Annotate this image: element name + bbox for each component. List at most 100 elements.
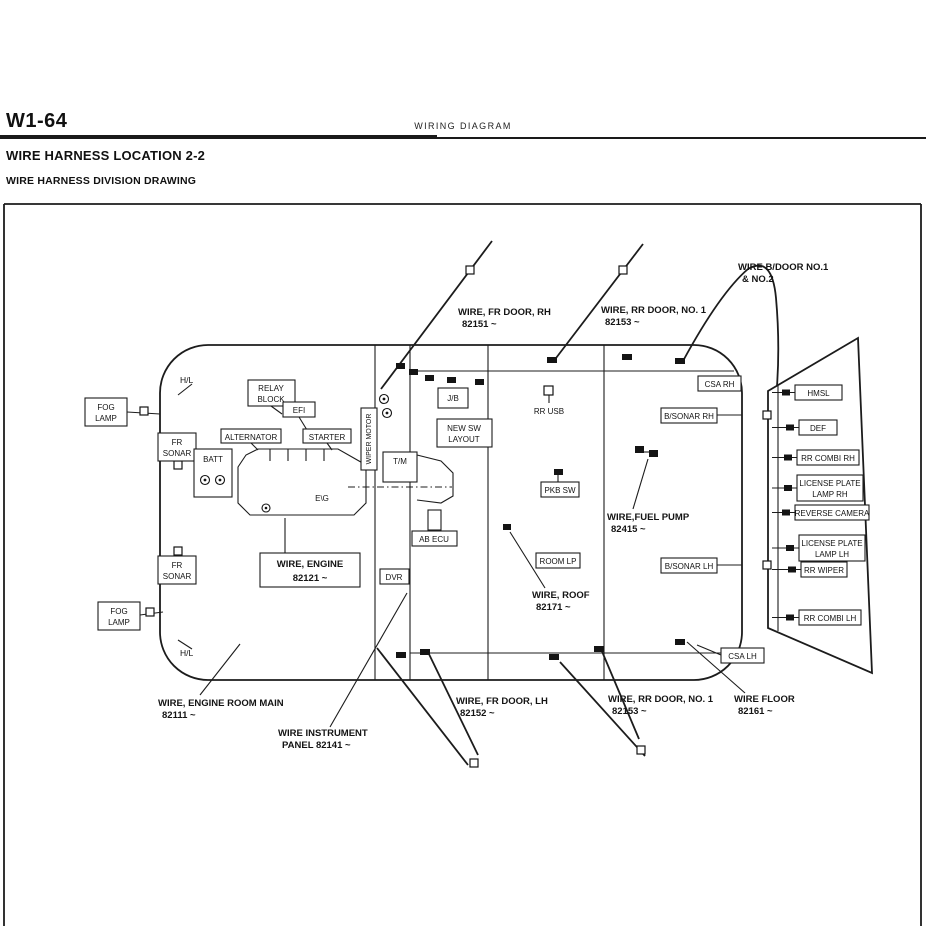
label-wire-fuel-pump: WIRE,FUEL PUMP 82415 ~ (607, 512, 690, 535)
svg-text:SONAR: SONAR (163, 449, 192, 458)
svg-text:BATT: BATT (203, 455, 223, 464)
svg-text:B/SONAR LH: B/SONAR LH (665, 562, 714, 571)
svg-text:FOG: FOG (97, 403, 114, 412)
doc-title: WIRING DIAGRAM (414, 121, 512, 131)
rr-usb-label: RR USB (534, 407, 564, 416)
label-wire-fr-door-lh: WIRE, FR DOOR, LH 82152 ~ (456, 696, 548, 719)
hmsl-box: HMSL (794, 384, 843, 401)
label-wire-instrument-panel: WIRE INSTRUMENT PANEL 82141 ~ (278, 728, 368, 751)
svg-text:STARTER: STARTER (309, 433, 346, 442)
svg-text:LICENSE PLATE: LICENSE PLATE (799, 479, 860, 488)
fog-lamp-bottom-box: FOG LAMP (97, 601, 141, 631)
engine-label: E\G (315, 494, 329, 503)
csa-rh-box: CSA RH (697, 375, 742, 392)
pkb-sw-box: PKB SW (540, 481, 580, 498)
label-wire-engine-room-main: WIRE, ENGINE ROOM MAIN 82111 ~ (158, 698, 284, 721)
b-sonar-lh-box: B/SONAR LH (660, 557, 718, 574)
svg-text:DEF: DEF (810, 424, 826, 433)
label-wire-rr-door-no1-bottom: WIRE, RR DOOR, NO. 1 82153 ~ (608, 694, 714, 717)
rr-combi-rh-box: RR COMBI RH (796, 449, 860, 466)
svg-text:PANEL 82141 ~: PANEL 82141 ~ (282, 740, 351, 751)
svg-text:LAMP: LAMP (95, 414, 117, 423)
label-wire-b-door: WIRE B/DOOR NO.1 & NO.2 (738, 262, 829, 285)
section-title: WIRE HARNESS LOCATION 2-2 (6, 148, 206, 163)
svg-text:WIPER MOTOR: WIPER MOTOR (366, 414, 373, 465)
svg-text:B/SONAR RH: B/SONAR RH (664, 412, 714, 421)
back-door-panel (767, 336, 873, 675)
subsection-title: WIRE HARNESS DIVISION DRAWING (6, 175, 197, 187)
svg-text:82111 ~: 82111 ~ (162, 710, 196, 721)
svg-text:RR WIPER: RR WIPER (804, 566, 844, 575)
svg-text:WIRE INSTRUMENT: WIRE INSTRUMENT (278, 728, 368, 739)
svg-text:AB ECU: AB ECU (419, 535, 449, 544)
svg-text:NEW SW: NEW SW (447, 424, 481, 433)
header-rule-thick (0, 134, 437, 138)
hl-top-label: H/L (180, 375, 194, 385)
svg-text:LAMP LH: LAMP LH (815, 550, 849, 559)
battery-box: BATT (193, 448, 233, 498)
fog-lamp-top-box: FOG LAMP (84, 397, 128, 427)
svg-text:WIRE,FUEL PUMP: WIRE,FUEL PUMP (607, 512, 690, 523)
ab-ecu-box: AB ECU (411, 509, 458, 547)
tm-box: T/M (382, 451, 418, 483)
license-plate-lamp-lh-box: LICENSE PLATE LAMP LH (798, 534, 866, 562)
svg-text:FOG: FOG (110, 607, 127, 616)
svg-text:82171 ~: 82171 ~ (536, 602, 571, 613)
svg-text:SONAR: SONAR (163, 572, 192, 581)
svg-text:CSA RH: CSA RH (705, 380, 735, 389)
back-door-connector-lines (772, 389, 801, 621)
new-sw-layout-box: NEW SW LAYOUT (436, 418, 493, 448)
alternator-box: ALTERNATOR (220, 428, 282, 444)
connectors (139, 265, 772, 768)
svg-text:WIRE FLOOR: WIRE FLOOR (734, 694, 795, 705)
room-lp-box: ROOM LP (535, 552, 581, 569)
wire-engine-label-box: WIRE, ENGINE 82121 ~ (259, 552, 361, 588)
b-sonar-rh-box: B/SONAR RH (660, 407, 718, 424)
svg-text:CSA LH: CSA LH (728, 652, 757, 661)
svg-text:LAYOUT: LAYOUT (448, 435, 480, 444)
label-wire-roof: WIRE, ROOF 82171 ~ (532, 590, 590, 613)
fr-sonar-bottom-box: FR SONAR (157, 555, 197, 585)
svg-text:RELAY: RELAY (258, 384, 284, 393)
svg-text:LAMP RH: LAMP RH (812, 490, 848, 499)
svg-text:WIRE, ROOF: WIRE, ROOF (532, 590, 590, 601)
reverse-camera-box: REVERSE CAMERA (794, 504, 870, 521)
header-rule-thin (0, 137, 926, 139)
svg-text:RR COMBI RH: RR COMBI RH (801, 454, 855, 463)
svg-text:82152 ~: 82152 ~ (460, 708, 495, 719)
svg-text:82121 ~: 82121 ~ (293, 573, 328, 584)
svg-text:FR: FR (172, 561, 183, 570)
svg-text:LICENSE PLATE: LICENSE PLATE (801, 539, 862, 548)
label-wire-rr-door-no1-top: WIRE, RR DOOR, NO. 1 82153 ~ (601, 305, 707, 328)
svg-text:REVERSE CAMERA: REVERSE CAMERA (795, 509, 870, 518)
svg-text:ROOM LP: ROOM LP (540, 557, 577, 566)
svg-text:PKB SW: PKB SW (544, 486, 576, 495)
svg-text:DVR: DVR (386, 573, 403, 582)
hl-bottom-label: H/L (180, 648, 194, 658)
diagram-frame (3, 203, 922, 926)
starter-box: STARTER (302, 428, 352, 444)
svg-text:HMSL: HMSL (807, 389, 830, 398)
rr-wiper-box: RR WIPER (800, 561, 848, 578)
svg-text:WIRE B/DOOR NO.1: WIRE B/DOOR NO.1 (738, 262, 829, 273)
svg-text:WIRE, RR DOOR, NO. 1: WIRE, RR DOOR, NO. 1 (601, 305, 707, 316)
svg-text:WIRE, FR DOOR, RH: WIRE, FR DOOR, RH (458, 307, 551, 318)
svg-text:82151 ~: 82151 ~ (462, 319, 497, 330)
svg-text:82161 ~: 82161 ~ (738, 706, 773, 717)
svg-text:T/M: T/M (393, 457, 407, 466)
label-wire-floor: WIRE FLOOR 82161 ~ (734, 694, 795, 717)
svg-text:BLOCK: BLOCK (257, 395, 285, 404)
svg-text:82415 ~: 82415 ~ (611, 524, 646, 535)
svg-text:LAMP: LAMP (108, 618, 130, 627)
def-box: DEF (798, 419, 838, 436)
efi-box: EFI (282, 401, 316, 418)
svg-text:WIRE, RR DOOR, NO. 1: WIRE, RR DOOR, NO. 1 (608, 694, 714, 705)
svg-text:WIRE, ENGINE: WIRE, ENGINE (277, 559, 344, 570)
page-code: W1-64 (6, 110, 68, 132)
svg-text:82153 ~: 82153 ~ (605, 317, 640, 328)
fr-sonar-top-box: FR SONAR (157, 432, 197, 462)
dvr-box: DVR (379, 568, 410, 585)
svg-text:RR COMBI LH: RR COMBI LH (804, 614, 857, 623)
